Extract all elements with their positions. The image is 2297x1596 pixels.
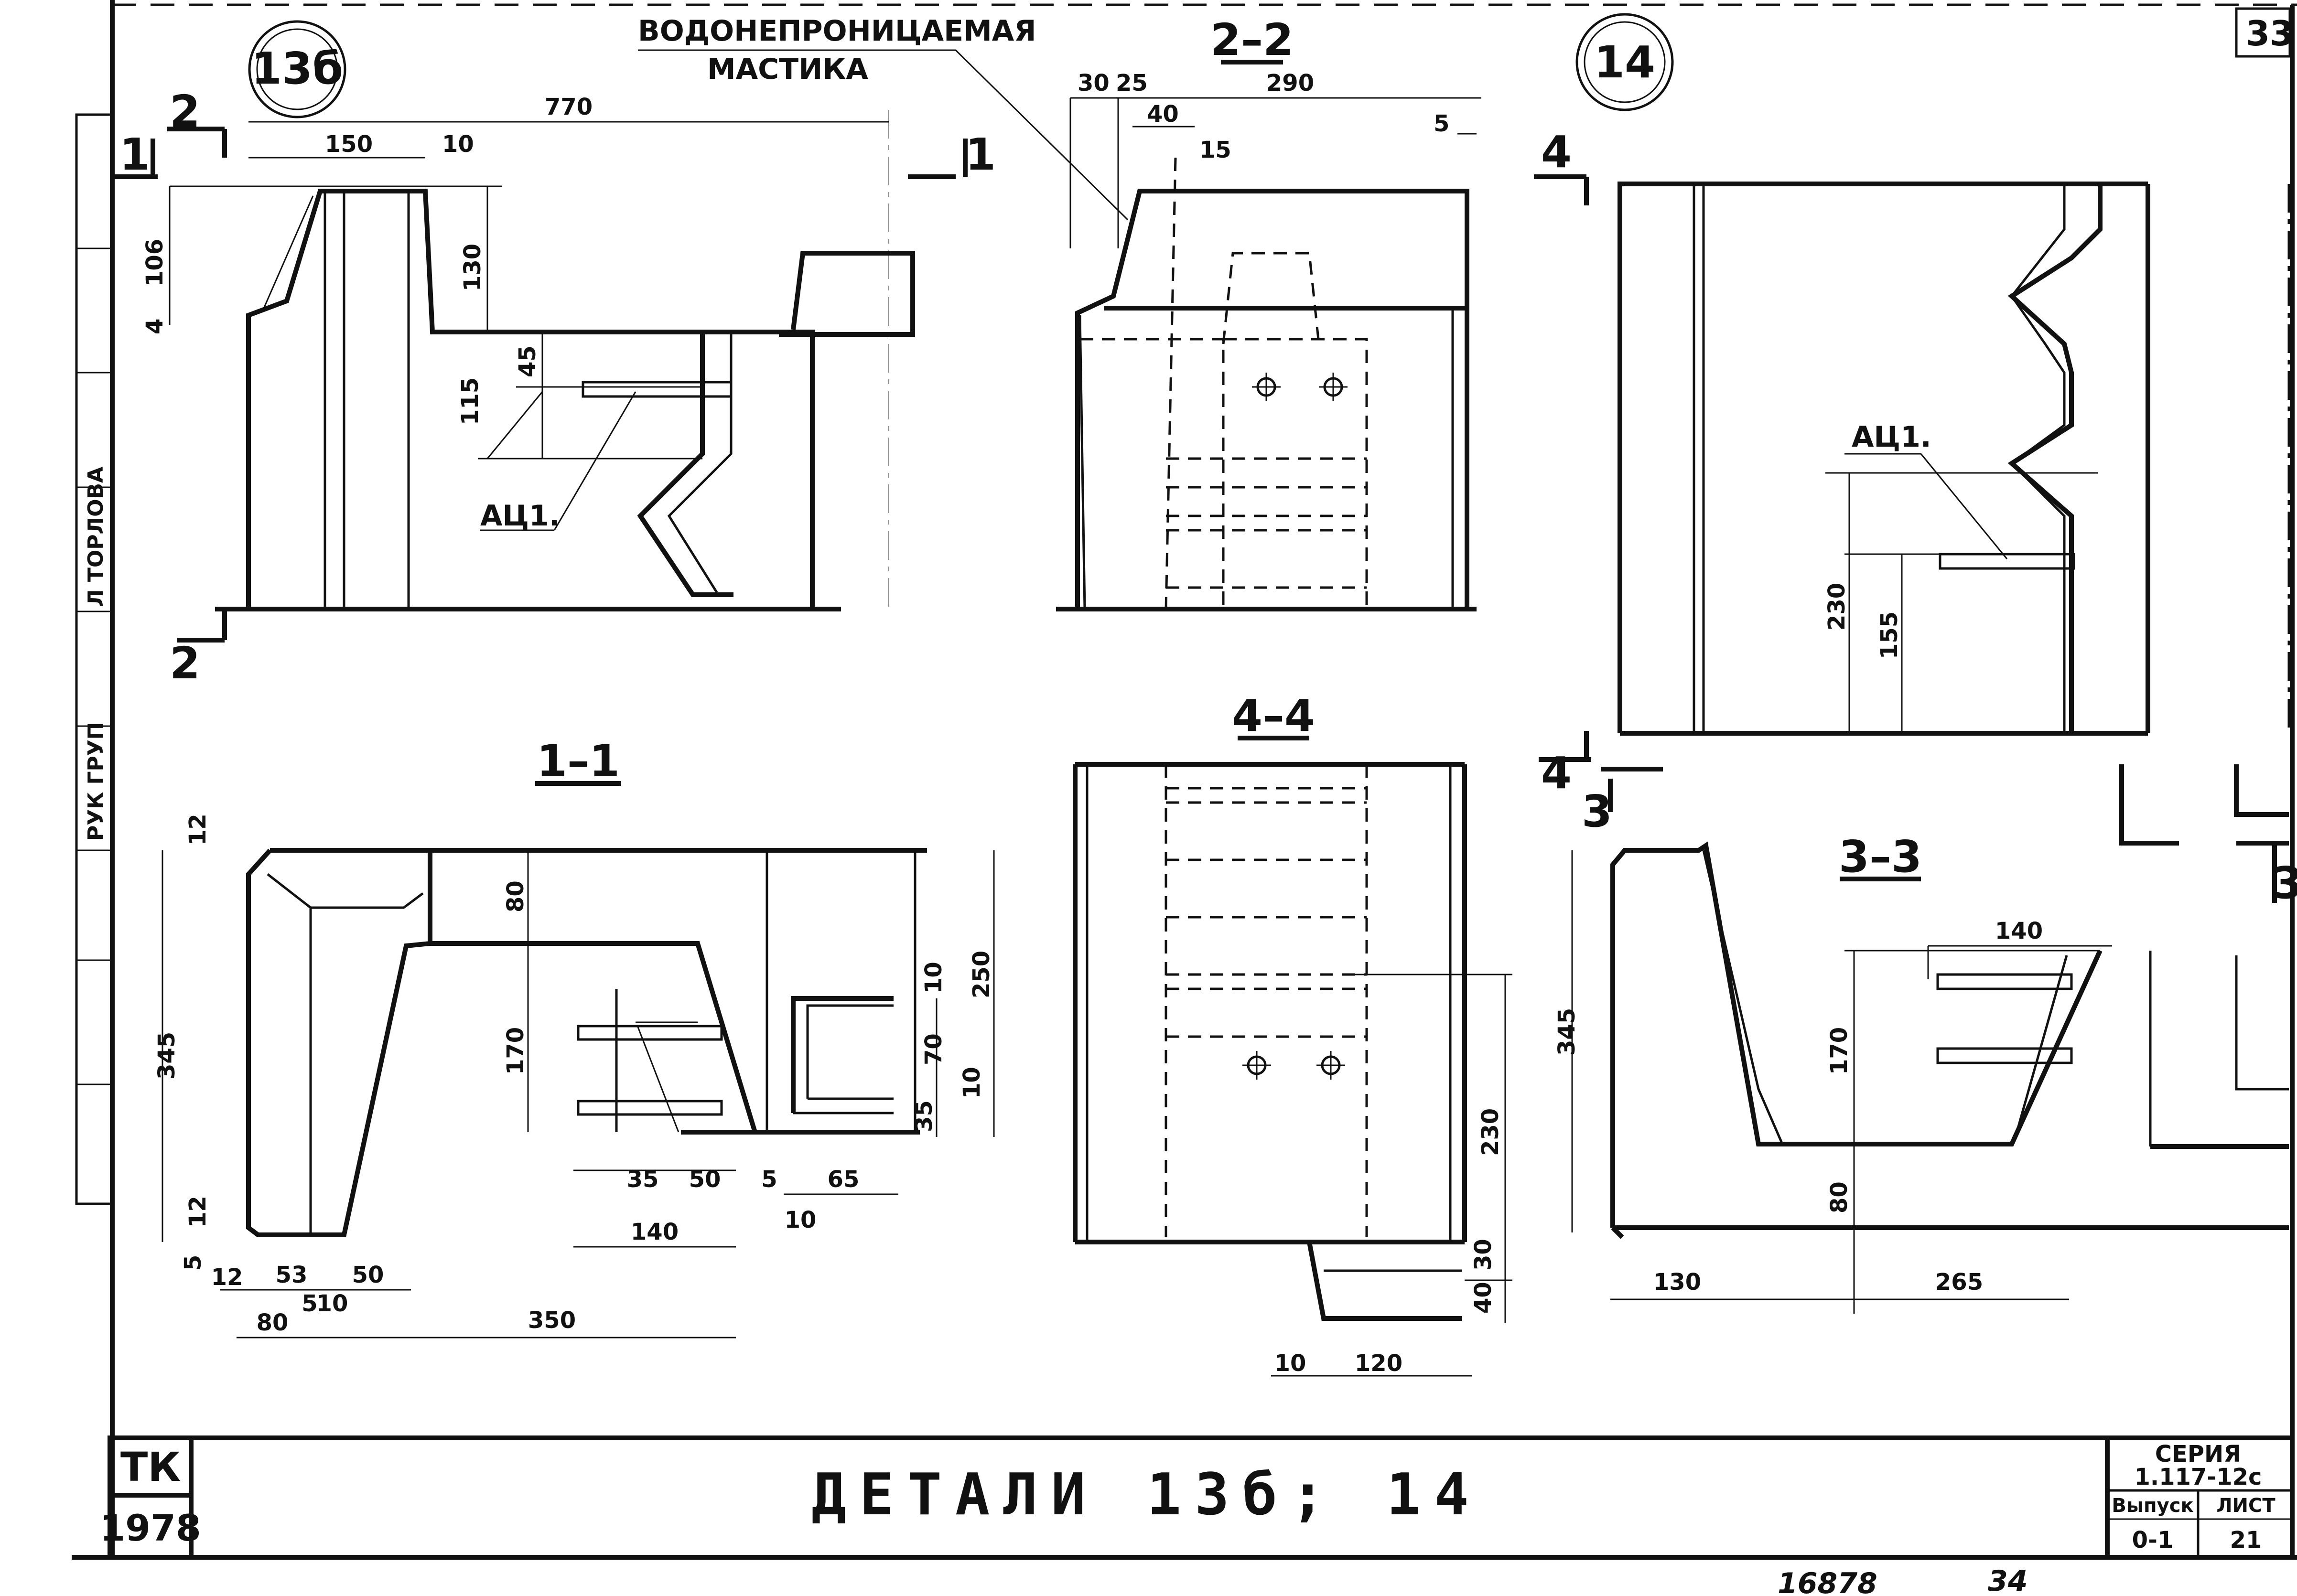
dim-11-10-b: 10 — [959, 1067, 985, 1099]
dim-33-140: 140 — [1995, 918, 2043, 944]
dim-11-10-d: 10 — [316, 1290, 348, 1317]
dim-14-155: 155 — [1876, 611, 1903, 659]
dim-11-12-bot: 12 — [184, 1196, 211, 1228]
note-mastic-line1: ВОДОНЕПРОНИЦАЕМАЯ — [638, 14, 1036, 48]
sheet-value: 21 — [2230, 1527, 2262, 1553]
dim-13b-115: 115 — [457, 377, 484, 425]
dim-44-120: 120 — [1355, 1350, 1402, 1377]
series-value: 1.117-12с — [2135, 1464, 2262, 1490]
section-1-1 — [162, 848, 995, 1339]
footer-number-right: 34 — [1988, 1564, 2028, 1596]
dim-22-25: 25 — [1116, 70, 1148, 96]
dim-11-170: 170 — [502, 1027, 529, 1075]
dim-14-230: 230 — [1823, 583, 1850, 631]
title-block — [108, 1435, 2295, 1560]
dim-13b-10: 10 — [442, 131, 474, 158]
title-org: ТК — [120, 1444, 181, 1490]
note-mastic-line2: МАСТИКА — [707, 53, 868, 86]
dim-22-5: 5 — [1434, 110, 1449, 137]
dim-11-5-bot: 5 — [180, 1255, 206, 1271]
cut-mark-2-top: 2 — [170, 86, 200, 137]
dim-11-65: 65 — [828, 1166, 860, 1193]
issue-value: 0-1 — [2132, 1527, 2174, 1553]
title-year: 1978 — [100, 1507, 201, 1549]
footer-number-left: 16878 — [1778, 1567, 1877, 1596]
detail-marker-14-label: 14 — [1594, 37, 1655, 88]
stamp-label-name: Л ТОРЛОВА — [84, 467, 108, 607]
cut-mark-1-right: 1 — [965, 129, 996, 180]
detail-marker-14 — [1575, 13, 1674, 111]
section-label-4-4: 4–4 — [1232, 690, 1315, 741]
dim-11-250: 250 — [968, 951, 995, 998]
detail-marker-13b — [248, 20, 346, 118]
dim-11-35: 35 — [627, 1166, 659, 1193]
dim-44-230: 230 — [1477, 1108, 1504, 1156]
dim-11-80: 80 — [502, 880, 529, 912]
section-label-1-1: 1–1 — [537, 736, 620, 787]
dim-44-40: 40 — [1470, 1282, 1497, 1314]
dim-13b-106: 106 — [141, 239, 168, 287]
cut-mark-4-top: 4 — [1541, 127, 1572, 178]
dim-33-130: 130 — [1653, 1269, 1701, 1296]
dim-44-30: 30 — [1470, 1239, 1497, 1271]
cut-mark-3-left: 3 — [1582, 786, 1612, 837]
dim-11-35-v: 35 — [911, 1100, 938, 1132]
dim-33-170: 170 — [1826, 1027, 1853, 1075]
cut-mark-4-bottom: 4 — [1541, 748, 1572, 799]
dim-22-15: 15 — [1199, 137, 1231, 163]
section-3-3 — [1571, 841, 2289, 1314]
cut-mark-1-left: 1 — [119, 129, 150, 180]
rebar-label-14: АЦ1. — [1852, 420, 1931, 454]
dim-11-5-c: 5 — [302, 1290, 317, 1317]
dim-44-10: 10 — [1274, 1350, 1306, 1377]
cut-marks-3 — [2119, 764, 2289, 903]
dim-33-265: 265 — [1935, 1269, 1983, 1296]
detail-marker-13b-label: 13б — [251, 43, 343, 94]
dim-13b-45: 45 — [514, 345, 541, 377]
dim-13b-4: 4 — [141, 319, 168, 334]
drawing-title: ДЕТАЛИ 13б; 14 — [811, 1462, 1482, 1528]
section-label-3-3: 3–3 — [1839, 831, 1922, 882]
dim-11-12-b: 12 — [211, 1264, 243, 1291]
stamp-label-ruk-grup: РУК ГРУП — [84, 722, 108, 841]
dim-11-50: 50 — [689, 1166, 721, 1193]
dim-33-80: 80 — [1826, 1181, 1853, 1213]
dim-11-5: 5 — [761, 1166, 777, 1193]
dim-22-40: 40 — [1147, 101, 1179, 128]
section-2-2 — [1056, 97, 1481, 611]
dim-33-345: 345 — [1553, 1008, 1580, 1056]
section-label-2-2: 2–2 — [1210, 14, 1294, 65]
dim-11-80-b: 80 — [257, 1309, 289, 1336]
dim-13b-770: 770 — [545, 94, 593, 120]
series-label: СЕРИЯ — [2155, 1441, 2241, 1467]
dim-11-53: 53 — [276, 1262, 308, 1288]
dim-11-10-c: 10 — [785, 1207, 817, 1233]
sheet-frame — [72, 0, 2297, 1560]
dim-11-345: 345 — [153, 1032, 180, 1080]
dim-11-140: 140 — [631, 1219, 679, 1245]
sheet-number: 33 — [2246, 13, 2294, 54]
rebar-label-13b: АЦ1. — [480, 499, 560, 533]
issue-label: Выпуск — [2112, 1495, 2193, 1517]
view-13b — [215, 110, 915, 611]
dim-11-10-a: 10 — [920, 962, 947, 994]
section-4-4 — [1073, 762, 1512, 1377]
dim-13b-130: 130 — [459, 244, 486, 291]
view-13b-dimensions — [169, 121, 889, 460]
dim-11-350: 350 — [528, 1307, 576, 1334]
sheet-label: ЛИСТ — [2216, 1495, 2275, 1517]
cut-mark-2-bottom: 2 — [170, 638, 200, 689]
dim-22-290: 290 — [1266, 70, 1314, 96]
cut-marks-13b — [115, 127, 968, 643]
dim-11-50-b: 50 — [352, 1262, 384, 1288]
dim-11-12-top: 12 — [184, 814, 211, 846]
dim-13b-150: 150 — [325, 131, 373, 158]
dim-11-70: 70 — [920, 1033, 947, 1065]
dim-22-30: 30 — [1078, 70, 1110, 96]
view-14 — [1534, 174, 2290, 812]
